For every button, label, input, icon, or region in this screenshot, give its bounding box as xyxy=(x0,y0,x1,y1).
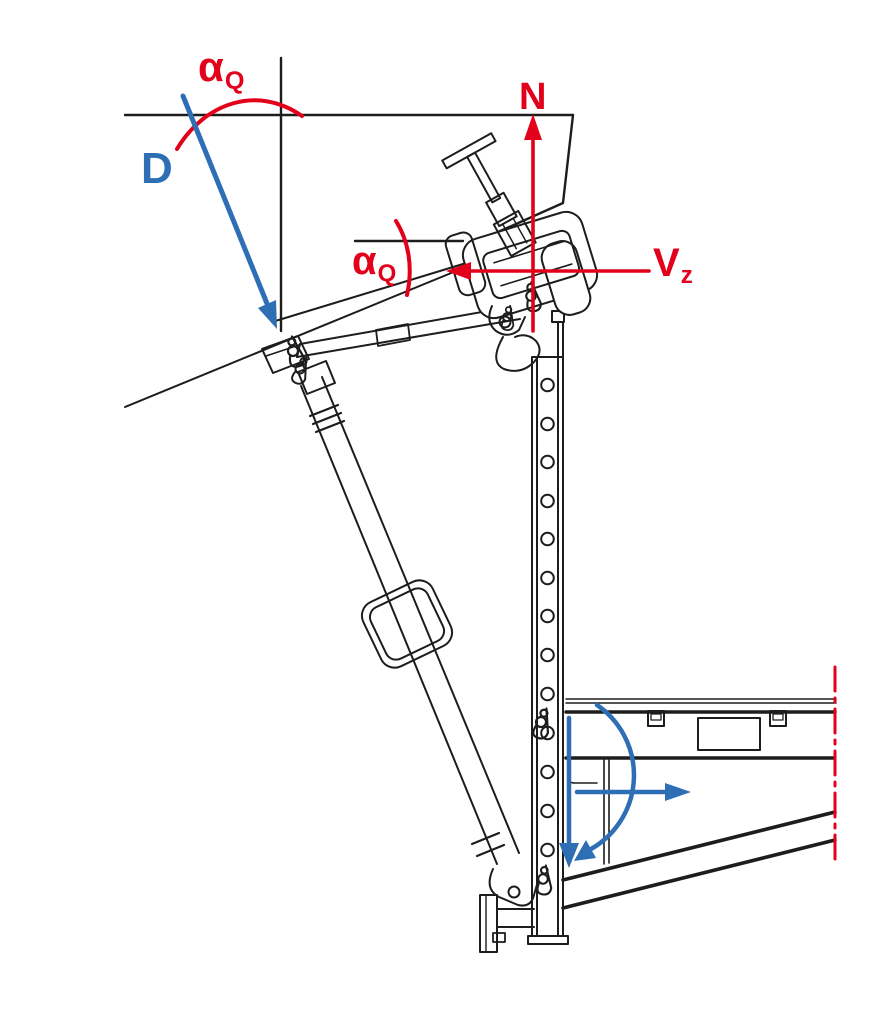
alpha-q-mid-label: αQ xyxy=(352,239,397,288)
formwork-panel-outline xyxy=(124,113,575,408)
vertical-rail xyxy=(527,310,569,945)
vz-force-label: Vz xyxy=(653,241,693,290)
t-handle-spindle xyxy=(441,132,537,257)
angle-arc-top xyxy=(175,98,304,151)
right-arrow xyxy=(574,783,691,801)
push-pull-prop xyxy=(297,360,539,907)
down-arrow xyxy=(559,715,579,868)
n-force-arrow xyxy=(524,114,542,333)
clamp-head xyxy=(444,210,599,372)
d-force-label: D xyxy=(141,144,173,193)
vz-force-arrow xyxy=(446,262,651,280)
angle-arc-mid xyxy=(394,219,412,297)
d-force-arrow xyxy=(180,93,277,329)
foot-plate xyxy=(479,894,535,953)
alpha-q-top-label: αQ xyxy=(198,43,245,95)
prop-handle xyxy=(360,579,454,669)
n-force-label: N xyxy=(519,76,547,118)
rotation-arc xyxy=(574,702,637,861)
platform-beams xyxy=(561,698,837,910)
